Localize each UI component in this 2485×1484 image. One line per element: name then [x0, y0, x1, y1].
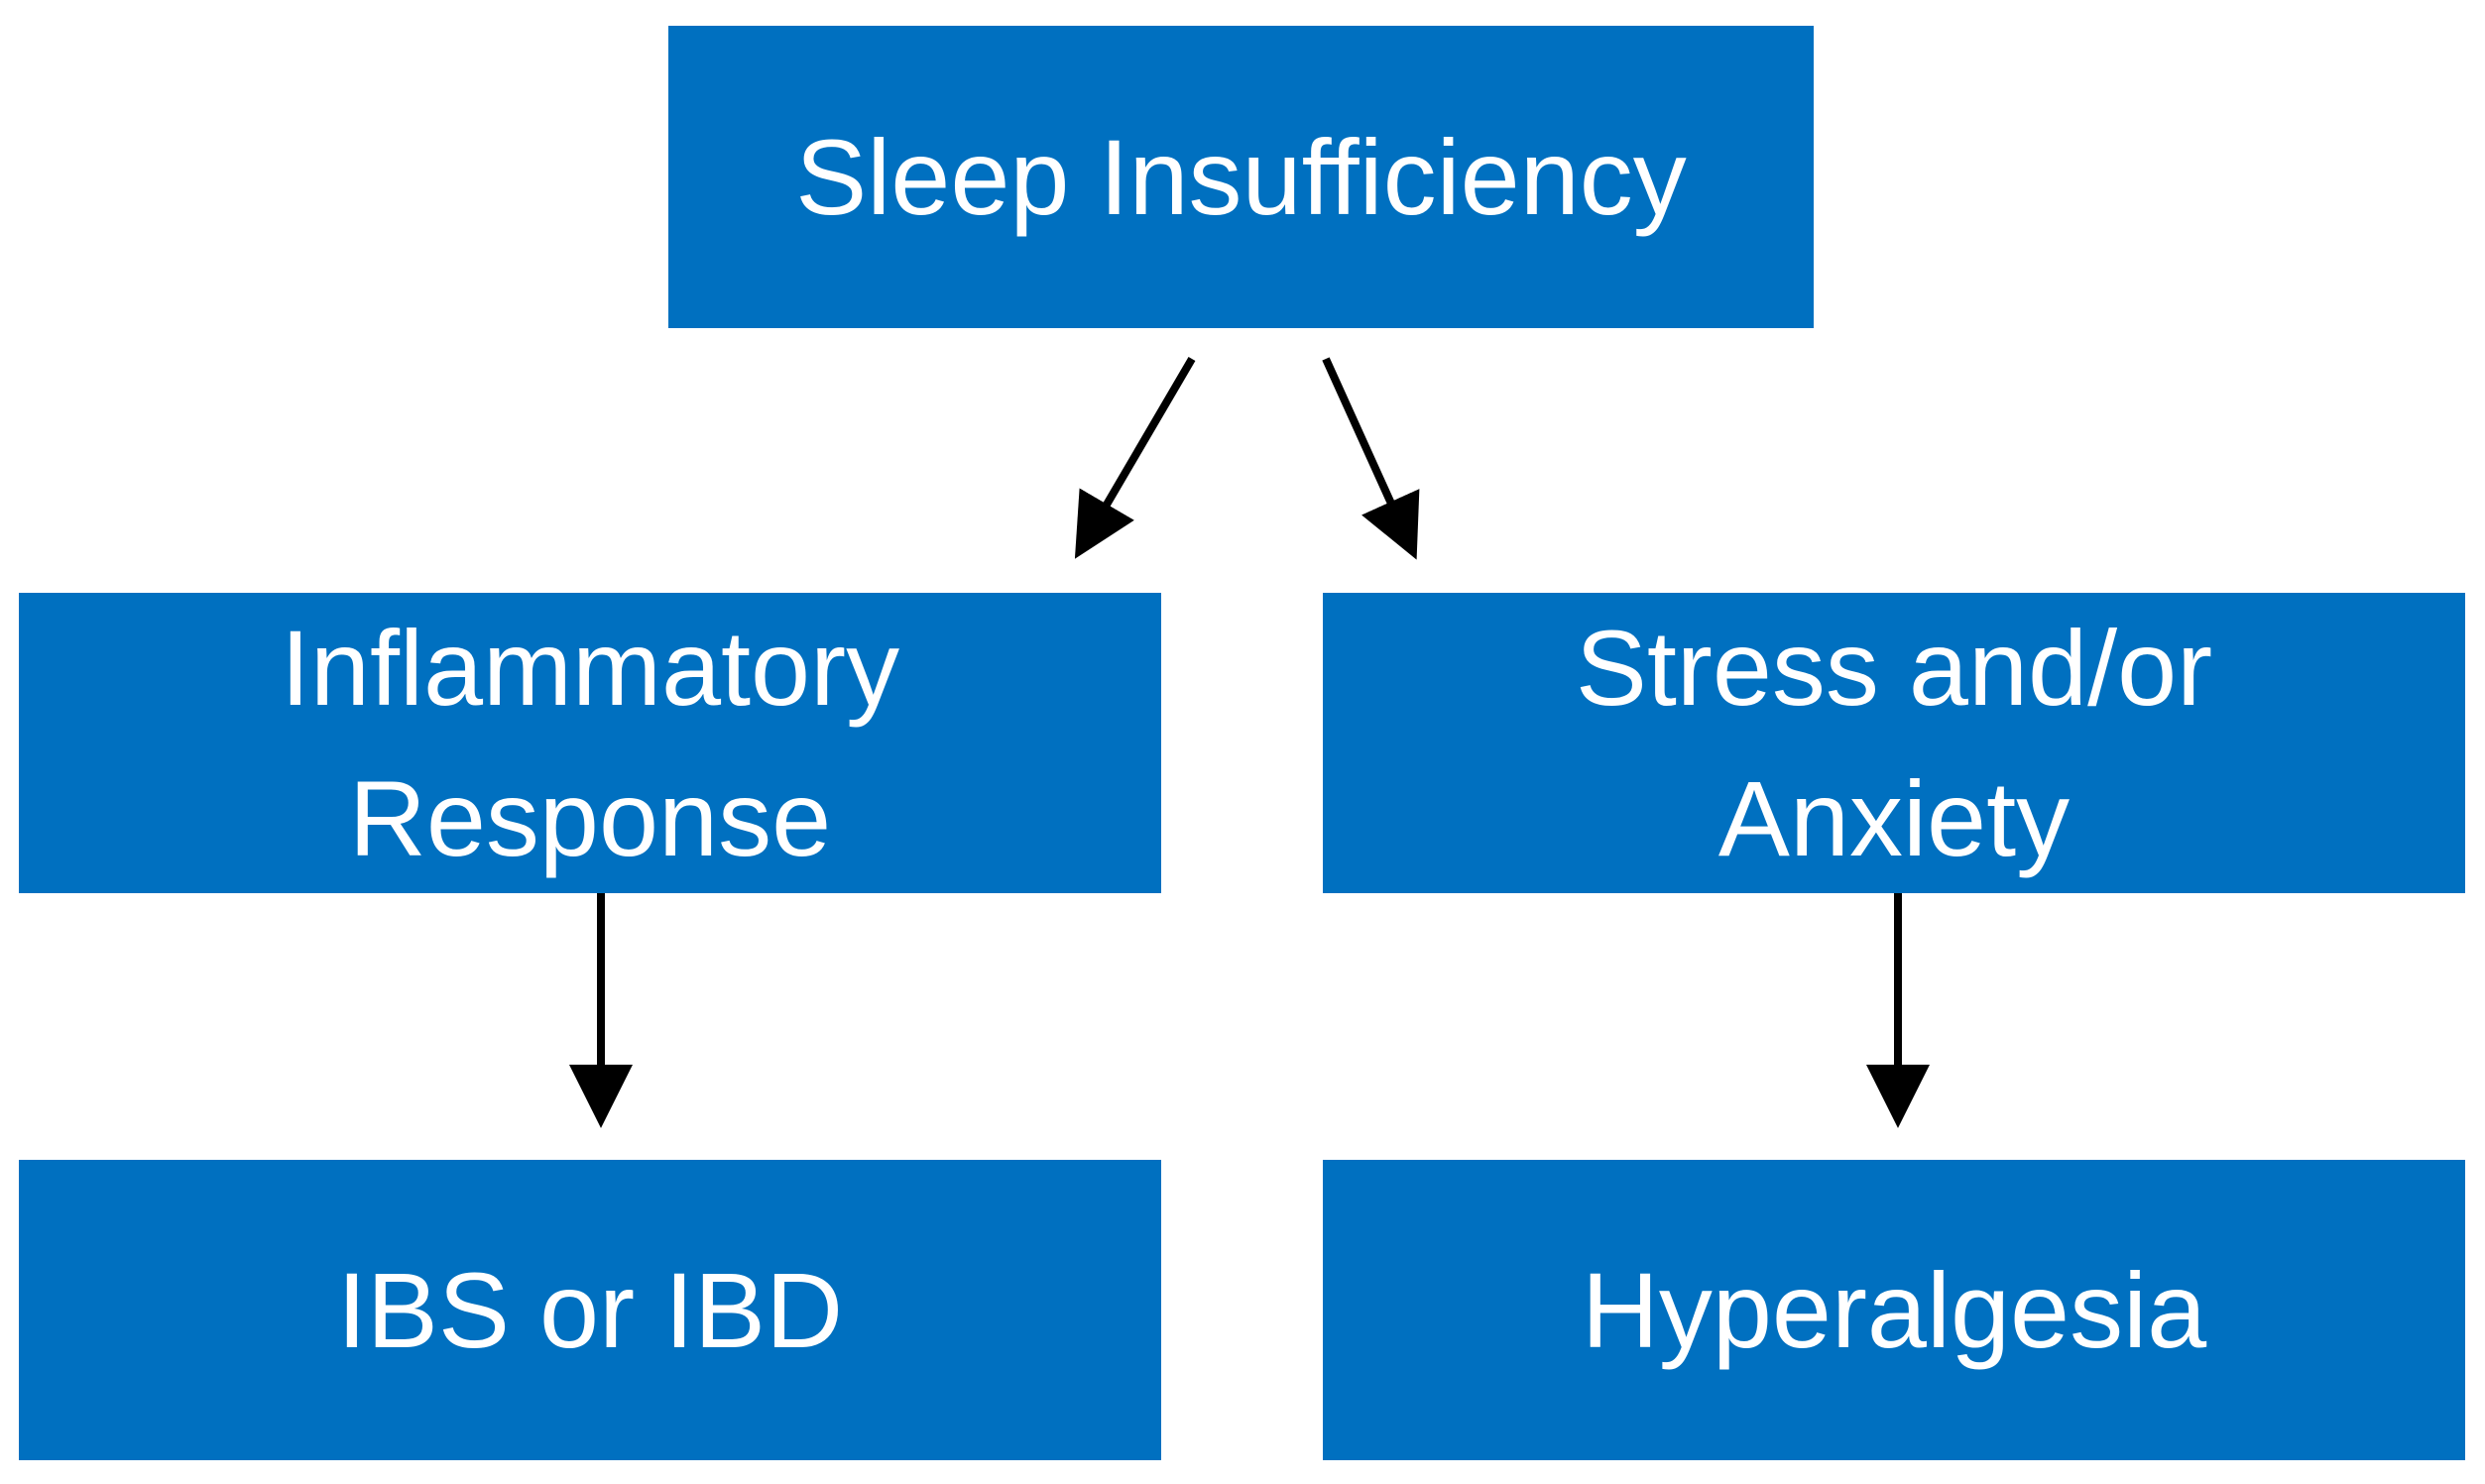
node-stress-anxiety: Stress and/or Anxiety — [1323, 593, 2465, 893]
node-label-group: Inflammatory Response — [281, 593, 899, 892]
node-label: Hyperalgesia — [1581, 1249, 2207, 1370]
node-label: Sleep Insufficiency — [795, 116, 1687, 237]
node-inflammatory-response: Inflammatory Response — [19, 593, 1161, 893]
node-hyperalgesia: Hyperalgesia — [1323, 1160, 2465, 1460]
node-label-group: Stress and/or Anxiety — [1576, 593, 2212, 892]
node-sleep-insufficiency: Sleep Insufficiency — [668, 26, 1814, 328]
node-label-line: Anxiety — [1717, 757, 2071, 878]
node-label-line: Response — [348, 757, 832, 878]
arrow-sleep-to-inflammatory — [1074, 356, 1196, 559]
arrow-sleep-to-stress — [1322, 357, 1420, 560]
node-label-line: Inflammatory — [280, 608, 900, 729]
node-label: IBS or IBD — [336, 1249, 844, 1370]
node-label-line: Stress and/or — [1575, 608, 2213, 729]
node-ibs-ibd: IBS or IBD — [19, 1160, 1161, 1460]
